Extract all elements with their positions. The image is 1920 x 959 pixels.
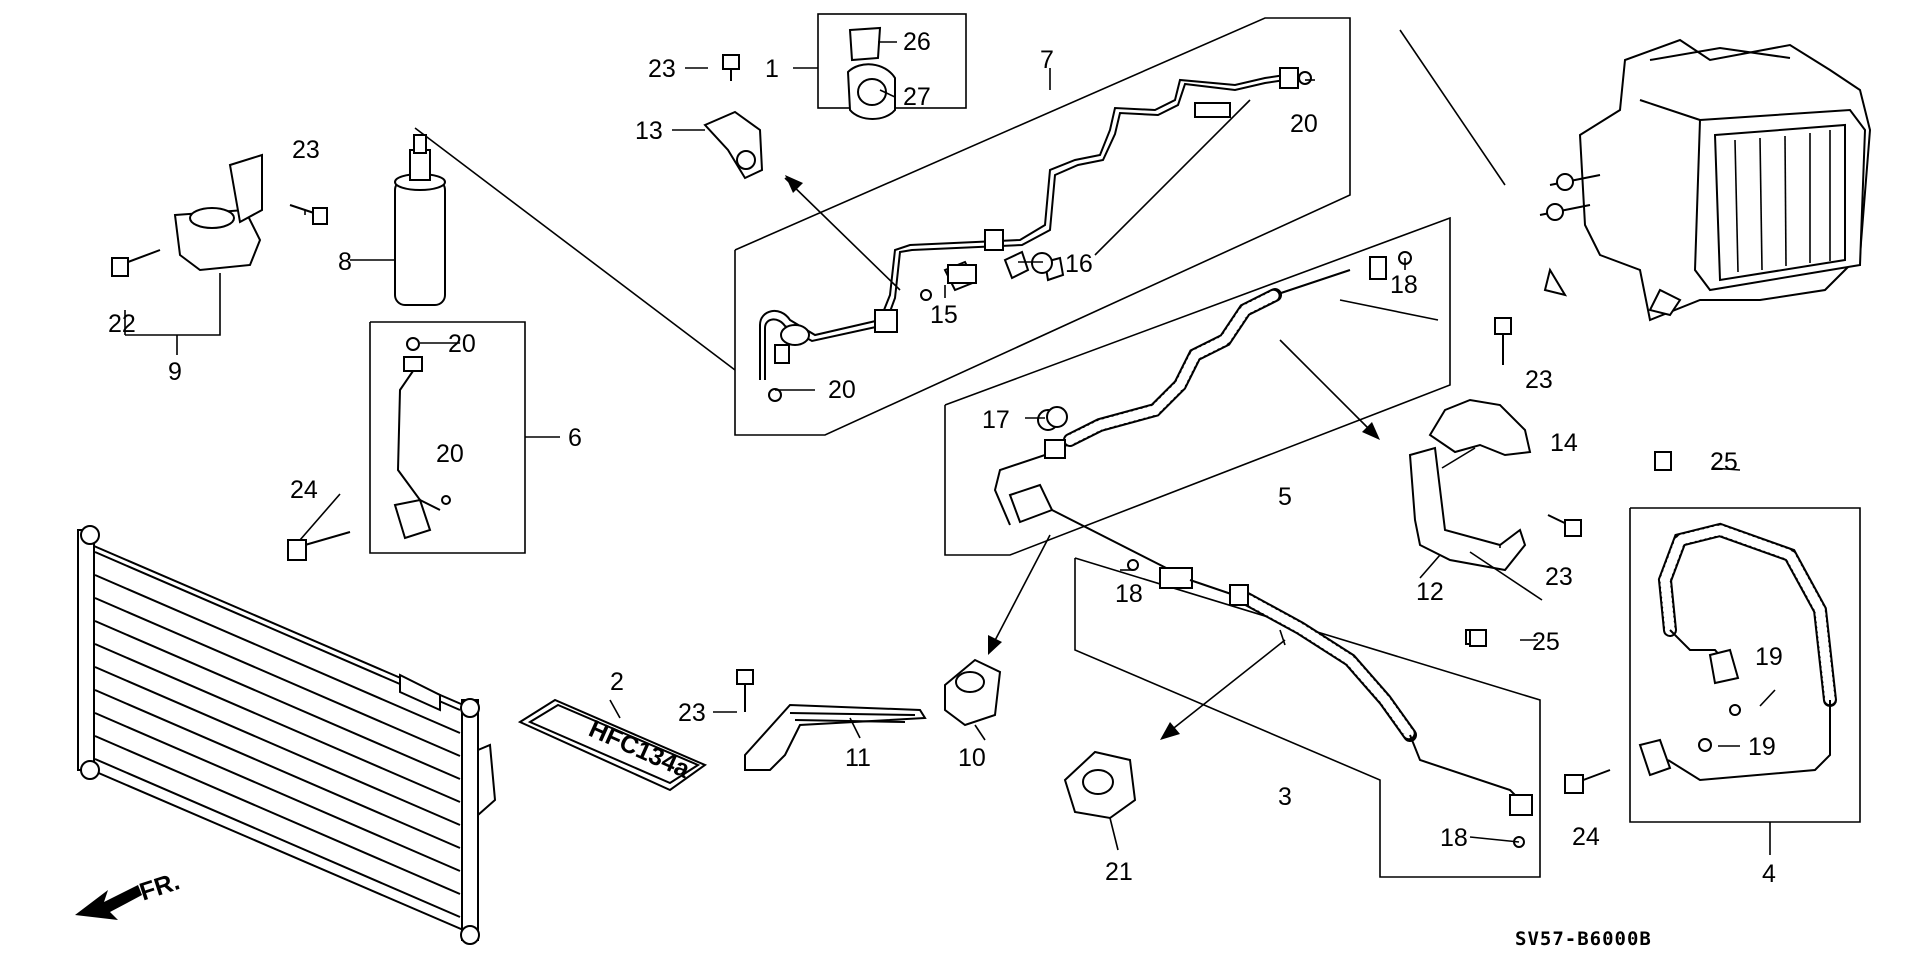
callout-23a: 23 [648, 55, 676, 83]
callout-16: 16 [1065, 250, 1093, 278]
callout-23e: 23 [678, 699, 706, 727]
group-boundary-lines [124, 13, 1861, 878]
callout-6: 6 [568, 424, 582, 452]
discharge-hose-3 [1051, 509, 1533, 848]
callout-23b: 23 [292, 136, 320, 164]
front-direction-arrow: FR. [75, 867, 183, 920]
callout-19b: 19 [1748, 733, 1776, 761]
direction-arrows [784, 29, 1506, 740]
bracket-14 [1428, 398, 1532, 457]
callout-4: 4 [1762, 860, 1776, 888]
callout-24a: 24 [290, 476, 318, 504]
callout-23d: 23 [1545, 563, 1573, 591]
callout-12: 12 [1416, 578, 1444, 606]
callout-11: 11 [845, 744, 871, 772]
hose-assembly-4 [1469, 451, 1837, 782]
callout-9: 9 [168, 358, 182, 386]
drier-bracket [173, 153, 263, 272]
leader-lines [299, 41, 1776, 851]
callout-25a: 25 [1710, 448, 1738, 476]
switch-fittings [947, 252, 1068, 428]
callout-3: 3 [1278, 783, 1292, 811]
callout-8: 8 [338, 248, 352, 276]
callout-20b: 20 [448, 330, 476, 358]
callout-7: 7 [1040, 46, 1054, 74]
receiver-drier [394, 134, 446, 306]
pipe-clamp-21 [1063, 750, 1137, 820]
callout-18b: 18 [1115, 580, 1143, 608]
pipe-bracket-11 [744, 703, 927, 771]
callout-20c: 20 [436, 440, 464, 468]
callout-17: 17 [982, 406, 1010, 434]
callout-24b: 24 [1572, 823, 1600, 851]
callout-25b: 25 [1532, 628, 1560, 656]
callout-18c: 18 [1440, 824, 1468, 852]
callout-5: 5 [1278, 483, 1292, 511]
callout-20a: 20 [1290, 110, 1318, 138]
callout-26: 26 [903, 28, 931, 56]
callout-18a: 18 [1390, 271, 1418, 299]
callout-13: 13 [635, 117, 663, 145]
callout-10: 10 [958, 744, 986, 772]
callout-19a: 19 [1755, 643, 1783, 671]
suction-hose-5 [993, 251, 1412, 526]
callout-21: 21 [1105, 858, 1133, 886]
callout-numbers: 1 2 3 4 5 6 7 8 9 10 11 12 13 14 15 16 1… [108, 28, 1783, 888]
pipe-clamp-10 [944, 658, 1002, 727]
front-indicator-label: FR. [136, 867, 183, 906]
callout-2: 2 [610, 668, 624, 696]
callout-23c: 23 [1525, 366, 1553, 394]
callout-14: 14 [1550, 429, 1578, 457]
bolts [111, 54, 1611, 794]
callout-22: 22 [108, 310, 136, 338]
condenser [77, 525, 497, 945]
callout-15: 15 [930, 301, 958, 329]
callout-20d: 20 [828, 376, 856, 404]
callout-1: 1 [765, 55, 779, 83]
discharge-pipe-6 [393, 337, 451, 540]
evaporator-unit [1539, 38, 1872, 322]
callout-27: 27 [903, 83, 931, 111]
pipe-clamp-13 [703, 110, 764, 180]
diagram-code: SV57-B6000B [1515, 928, 1652, 950]
bracket-12 [1408, 446, 1527, 572]
